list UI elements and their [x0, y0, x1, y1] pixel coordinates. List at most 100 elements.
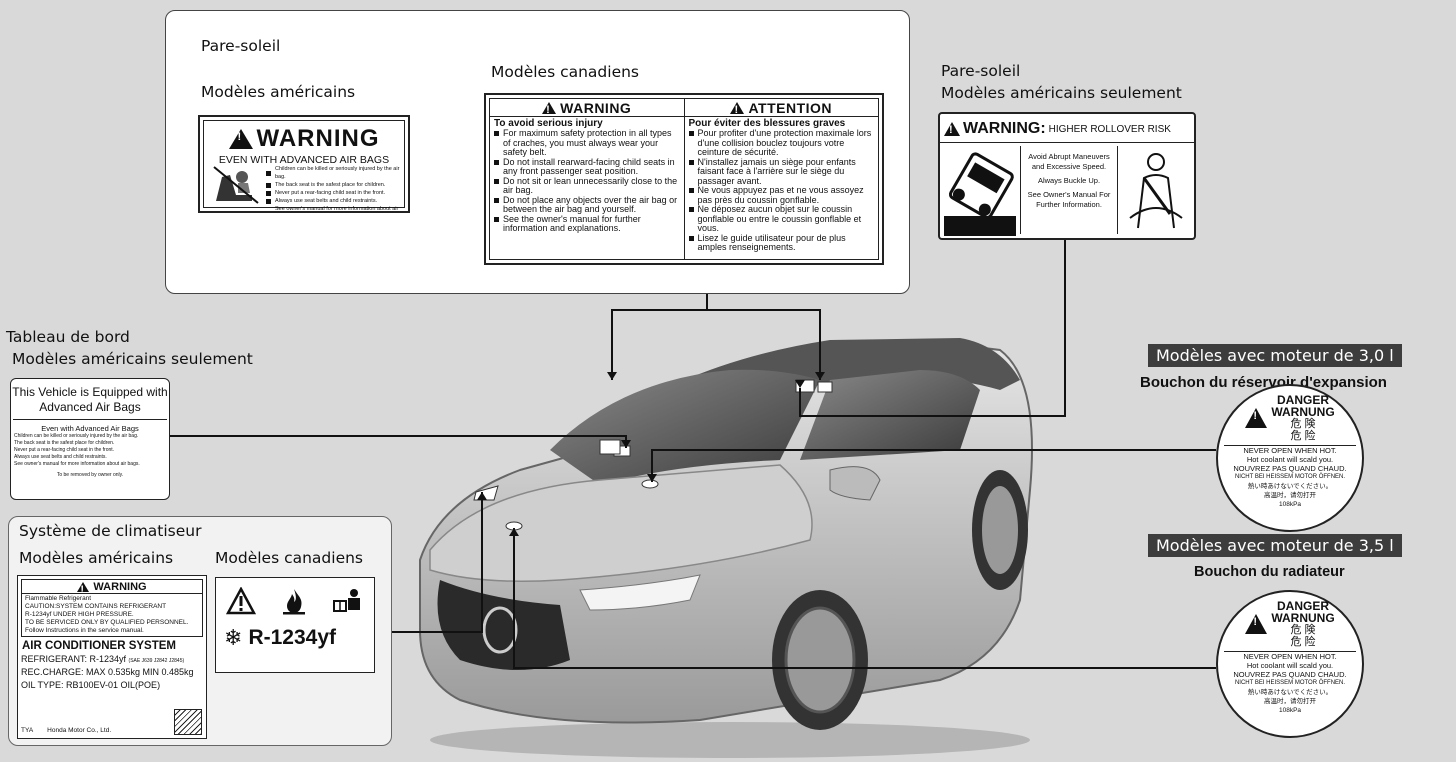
rollover-vehicle-icon	[944, 146, 1016, 236]
cap-line: NICHT BEI HEISSEM MOTOR ÖFFNEN.	[1234, 680, 1346, 686]
ca-models-heading: Modèles canadiens	[491, 63, 639, 81]
rollover-risk-text: HIGHER ROLLOVER RISK	[1048, 123, 1171, 135]
cap-line: NOUVREZ PAS QUAND CHAUD.	[1233, 670, 1347, 679]
cap-pressure: 108kPa	[1278, 501, 1302, 508]
cap-cjk2: 危 险	[1290, 430, 1316, 442]
cap-danger: DANGER	[1276, 393, 1329, 407]
ac-title: Système de climatiseur	[19, 522, 202, 540]
sunvisor-title: Pare-soleil	[201, 37, 281, 55]
ca-visor-fr-item: N'installez jamais un siège pour enfants…	[697, 156, 856, 186]
us-visor-warning-label: WARNING EVEN WITH ADVANCED AIR BAGS Chil…	[198, 115, 410, 213]
cap-cjk1: 危 険	[1290, 624, 1316, 636]
ac-us-line: TO BE SERVICED ONLY BY QUALIFIED PERSONN…	[25, 619, 189, 626]
ca-visor-en-item: For maximum safety protection in all typ…	[503, 128, 672, 157]
warning-triangle-icon	[1245, 614, 1268, 634]
ac-ca-label: ❄ R-1234yf	[215, 577, 375, 673]
rollover-line: Avoid Abrupt Maneuvers and Excessive Spe…	[1028, 152, 1110, 171]
ac-system-title: AIR CONDITIONER SYSTEM	[22, 640, 176, 652]
cap-line: Hot coolant will scald you.	[1246, 455, 1334, 464]
warning-triangle-icon	[77, 581, 90, 596]
sunvisor-panel: Pare-soleil Modèles américains Modèles c…	[165, 10, 910, 294]
caution-triangle-icon	[226, 587, 257, 615]
ac-maker: Honda Motor Co., Ltd.	[47, 727, 112, 734]
radiator-cap-label: DANGER WARNUNG 危 険 危 险 NEVER OPEN WHEN H…	[1216, 590, 1364, 738]
flammable-icon	[282, 589, 305, 615]
ca-visor-en-item: Do not sit or lean unnecessarily close t…	[503, 175, 678, 195]
expansion-tank-cap-label: DANGER WARNUNG 危 険 危 险 NEVER OPEN WHEN H…	[1216, 384, 1364, 532]
us-visor-item: See owner's manual for more information …	[275, 206, 399, 212]
ca-visor-en-item: Do not install rearward-facing child sea…	[503, 156, 675, 176]
ac-us-line: CAUTION:SYSTEM CONTAINS REFRIGERANT	[25, 603, 167, 610]
ca-visor-en-title: To avoid serious injury	[494, 118, 603, 129]
warning-triangle-icon	[730, 101, 745, 116]
ac-us-line: Follow Instructions in the service manua…	[25, 627, 144, 634]
ac-us-line: R-1234yf UNDER HIGH PRESSURE.	[25, 611, 134, 618]
rollover-warning-label: WARNING: HIGHER ROLLOVER RISK Avoid Abru…	[938, 112, 1196, 240]
ac-us-label: WARNING Flammable Refrigerant CAUTION:SY…	[17, 575, 207, 739]
ac-us-line: Flammable Refrigerant	[25, 595, 92, 602]
engine-35-badge: Modèles avec moteur de 3,5 l	[1148, 534, 1402, 557]
warning-triangle-icon	[542, 101, 557, 116]
ac-maker-code: TYA	[21, 727, 34, 734]
cap-warnung: WARNUNG	[1271, 611, 1335, 625]
cap-line: NOUVREZ PAS QUAND CHAUD.	[1233, 464, 1347, 473]
dashboard-line: The back seat is the safest place for ch…	[14, 440, 115, 446]
ca-visor-fr-item: Ne vous appuyez pas et ne vous assoyez p…	[697, 185, 864, 205]
us-visor-subtitle: EVEN WITH ADVANCED AIR BAGS	[218, 154, 390, 166]
us-visor-item: Always use seat belts and child restrain…	[275, 198, 378, 204]
cap-line: 熱い時あけないでください。	[1247, 483, 1333, 490]
dashboard-title: Tableau de bord	[6, 328, 130, 346]
cap-line: 熱い時あけないでください。	[1247, 689, 1333, 696]
ca-visor-en-item: Do not place any objects over the air ba…	[503, 194, 678, 214]
cap-warnung: WARNUNG	[1271, 405, 1335, 419]
ac-us-warning-lines: Flammable Refrigerant CAUTION:SYSTEM CON…	[25, 595, 199, 635]
dashboard-label-footer: To be removed by owner only.	[56, 472, 124, 478]
cap-line: NEVER OPEN WHEN HOT.	[1243, 446, 1337, 455]
us-models-heading: Modèles américains	[201, 83, 356, 101]
ca-visor-fr-item: Pour profiter d'une protection maximale …	[697, 128, 872, 157]
cap-danger: DANGER	[1276, 599, 1329, 613]
ac-ca-heading: Modèles canadiens	[215, 549, 363, 567]
rollover-title: Pare-soleil	[941, 62, 1021, 80]
ca-visor-en-header: WARNING	[560, 99, 632, 116]
dashboard-subtitle: Modèles américains seulement	[12, 350, 253, 368]
ca-visor-fr-item: Ne déposez aucun objet sur le coussin go…	[697, 204, 862, 233]
dashboard-line: Children can be killed or seriously inju…	[14, 433, 139, 439]
hatched-box	[174, 709, 202, 735]
seatbelt-icon	[1120, 148, 1190, 234]
us-visor-item: Never put a rear-facing child seat in th…	[275, 190, 386, 196]
ca-visor-en-item: See the owner's manual for further infor…	[503, 213, 641, 233]
cap-line: NICHT BEI HEISSEM MOTOR ÖFFNEN.	[1234, 474, 1346, 480]
ca-visor-english-column: WARNING To avoid serious injury For maxi…	[490, 99, 685, 259]
ac-ca-refrigerant: R-1234yf	[248, 626, 336, 649]
cap-cjk2: 危 险	[1290, 636, 1316, 648]
dashboard-airbag-label: This Vehicle is Equipped with Advanced A…	[10, 378, 170, 500]
us-visor-items: Children can be killed or seriously inju…	[266, 165, 402, 212]
dashboard-label-title-1: This Vehicle is Equipped with	[12, 385, 168, 399]
ac-us-heading: Modèles américains	[19, 549, 174, 567]
ca-visor-warning-label: WARNING To avoid serious injury For maxi…	[484, 93, 884, 265]
ac-panel: Système de climatiseur Modèles américain…	[8, 516, 392, 746]
engine-30-heading: Bouchon du réservoir d'expansion	[1140, 374, 1387, 391]
rollover-text-block: Avoid Abrupt Maneuvers and Excessive Spe…	[1020, 146, 1118, 234]
ac-refrigerant-std: (SAE J639 J2842 J2845)	[128, 658, 185, 664]
ac-refrigerant: REFRIGERANT: R-1234yf	[21, 654, 127, 664]
warning-triangle-icon	[228, 129, 253, 149]
dashboard-line: Always use seat belts and child restrain…	[14, 454, 107, 460]
cap-cjk1: 危 険	[1290, 418, 1316, 430]
dashboard-line: See owner's manual for more information …	[14, 461, 140, 467]
dashboard-label-lines: Children can be killed or seriously inju…	[11, 433, 169, 468]
rollover-subtitle: Modèles américains seulement	[941, 84, 1182, 102]
snowflake-icon: ❄	[224, 625, 243, 650]
ca-visor-fr-item: Lisez le guide utilisateur pour de plus …	[697, 232, 846, 252]
cap-line: 高温时，请勿打开	[1264, 698, 1316, 705]
us-visor-warning-text: WARNING	[256, 125, 380, 152]
dashboard-label-title-2: Advanced Air Bags	[39, 400, 141, 414]
ca-visor-french-column: ATTENTION Pour éviter des blessures grav…	[684, 99, 878, 259]
rollover-line: See Owner's Manual For Further Informati…	[1027, 190, 1111, 209]
ca-visor-fr-header: ATTENTION	[748, 99, 833, 116]
rollover-line: Always Buckle Up.	[1037, 176, 1101, 185]
cap-line: 高温时，请勿打开	[1264, 492, 1316, 499]
ac-oil: OIL TYPE: RB100EV-01 OIL(POE)	[21, 680, 161, 690]
